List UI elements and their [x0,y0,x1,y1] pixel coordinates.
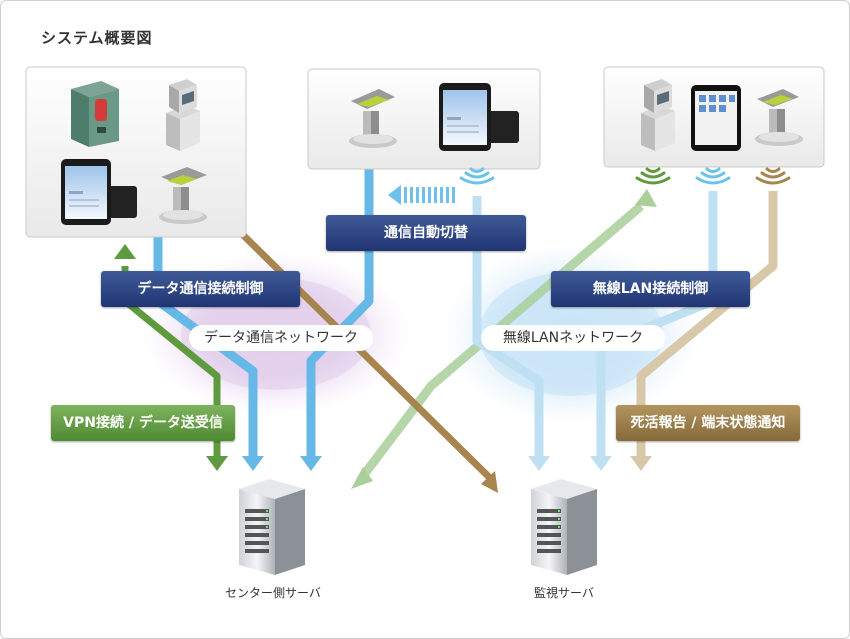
wlan-line-blue-2 [596,191,718,456]
kiosk-icon [641,79,675,151]
tablet-icon [691,85,741,151]
kiosk-terminal-icon [755,89,803,146]
kiosk-terminal-icon [159,167,207,224]
data-network-label: データ通信ネットワーク [189,325,373,351]
wlan-line-green [359,202,644,479]
vpn-label: VPN接続 / データ送受信 [51,405,235,441]
page-title: システム概要図 [41,29,153,47]
center-server-caption: センター側サーバ [225,586,321,600]
auto-switch-arrow [388,185,455,205]
data-connection-control-label: データ通信接続制御 [101,271,300,307]
server-icon [531,479,597,575]
wlan-line-blue-1 [472,196,544,456]
tablet-icon [439,83,519,151]
kiosk-icon [166,79,200,151]
monitor-server-caption: 監視サーバ [534,586,594,600]
wifi-signal-icon [459,167,791,185]
tablet-icon [61,159,137,225]
vending-machine-icon [71,81,119,147]
wlan-connection-control-label: 無線LAN接続制御 [551,271,750,307]
wlan-network-label: 無線LANネットワーク [481,325,665,351]
auto-switch-label: 通信自動切替 [326,215,526,251]
server-icon [239,479,305,575]
kiosk-terminal-icon [349,89,397,148]
status-report-label: 死活報告 / 端末状態通知 [616,405,800,441]
